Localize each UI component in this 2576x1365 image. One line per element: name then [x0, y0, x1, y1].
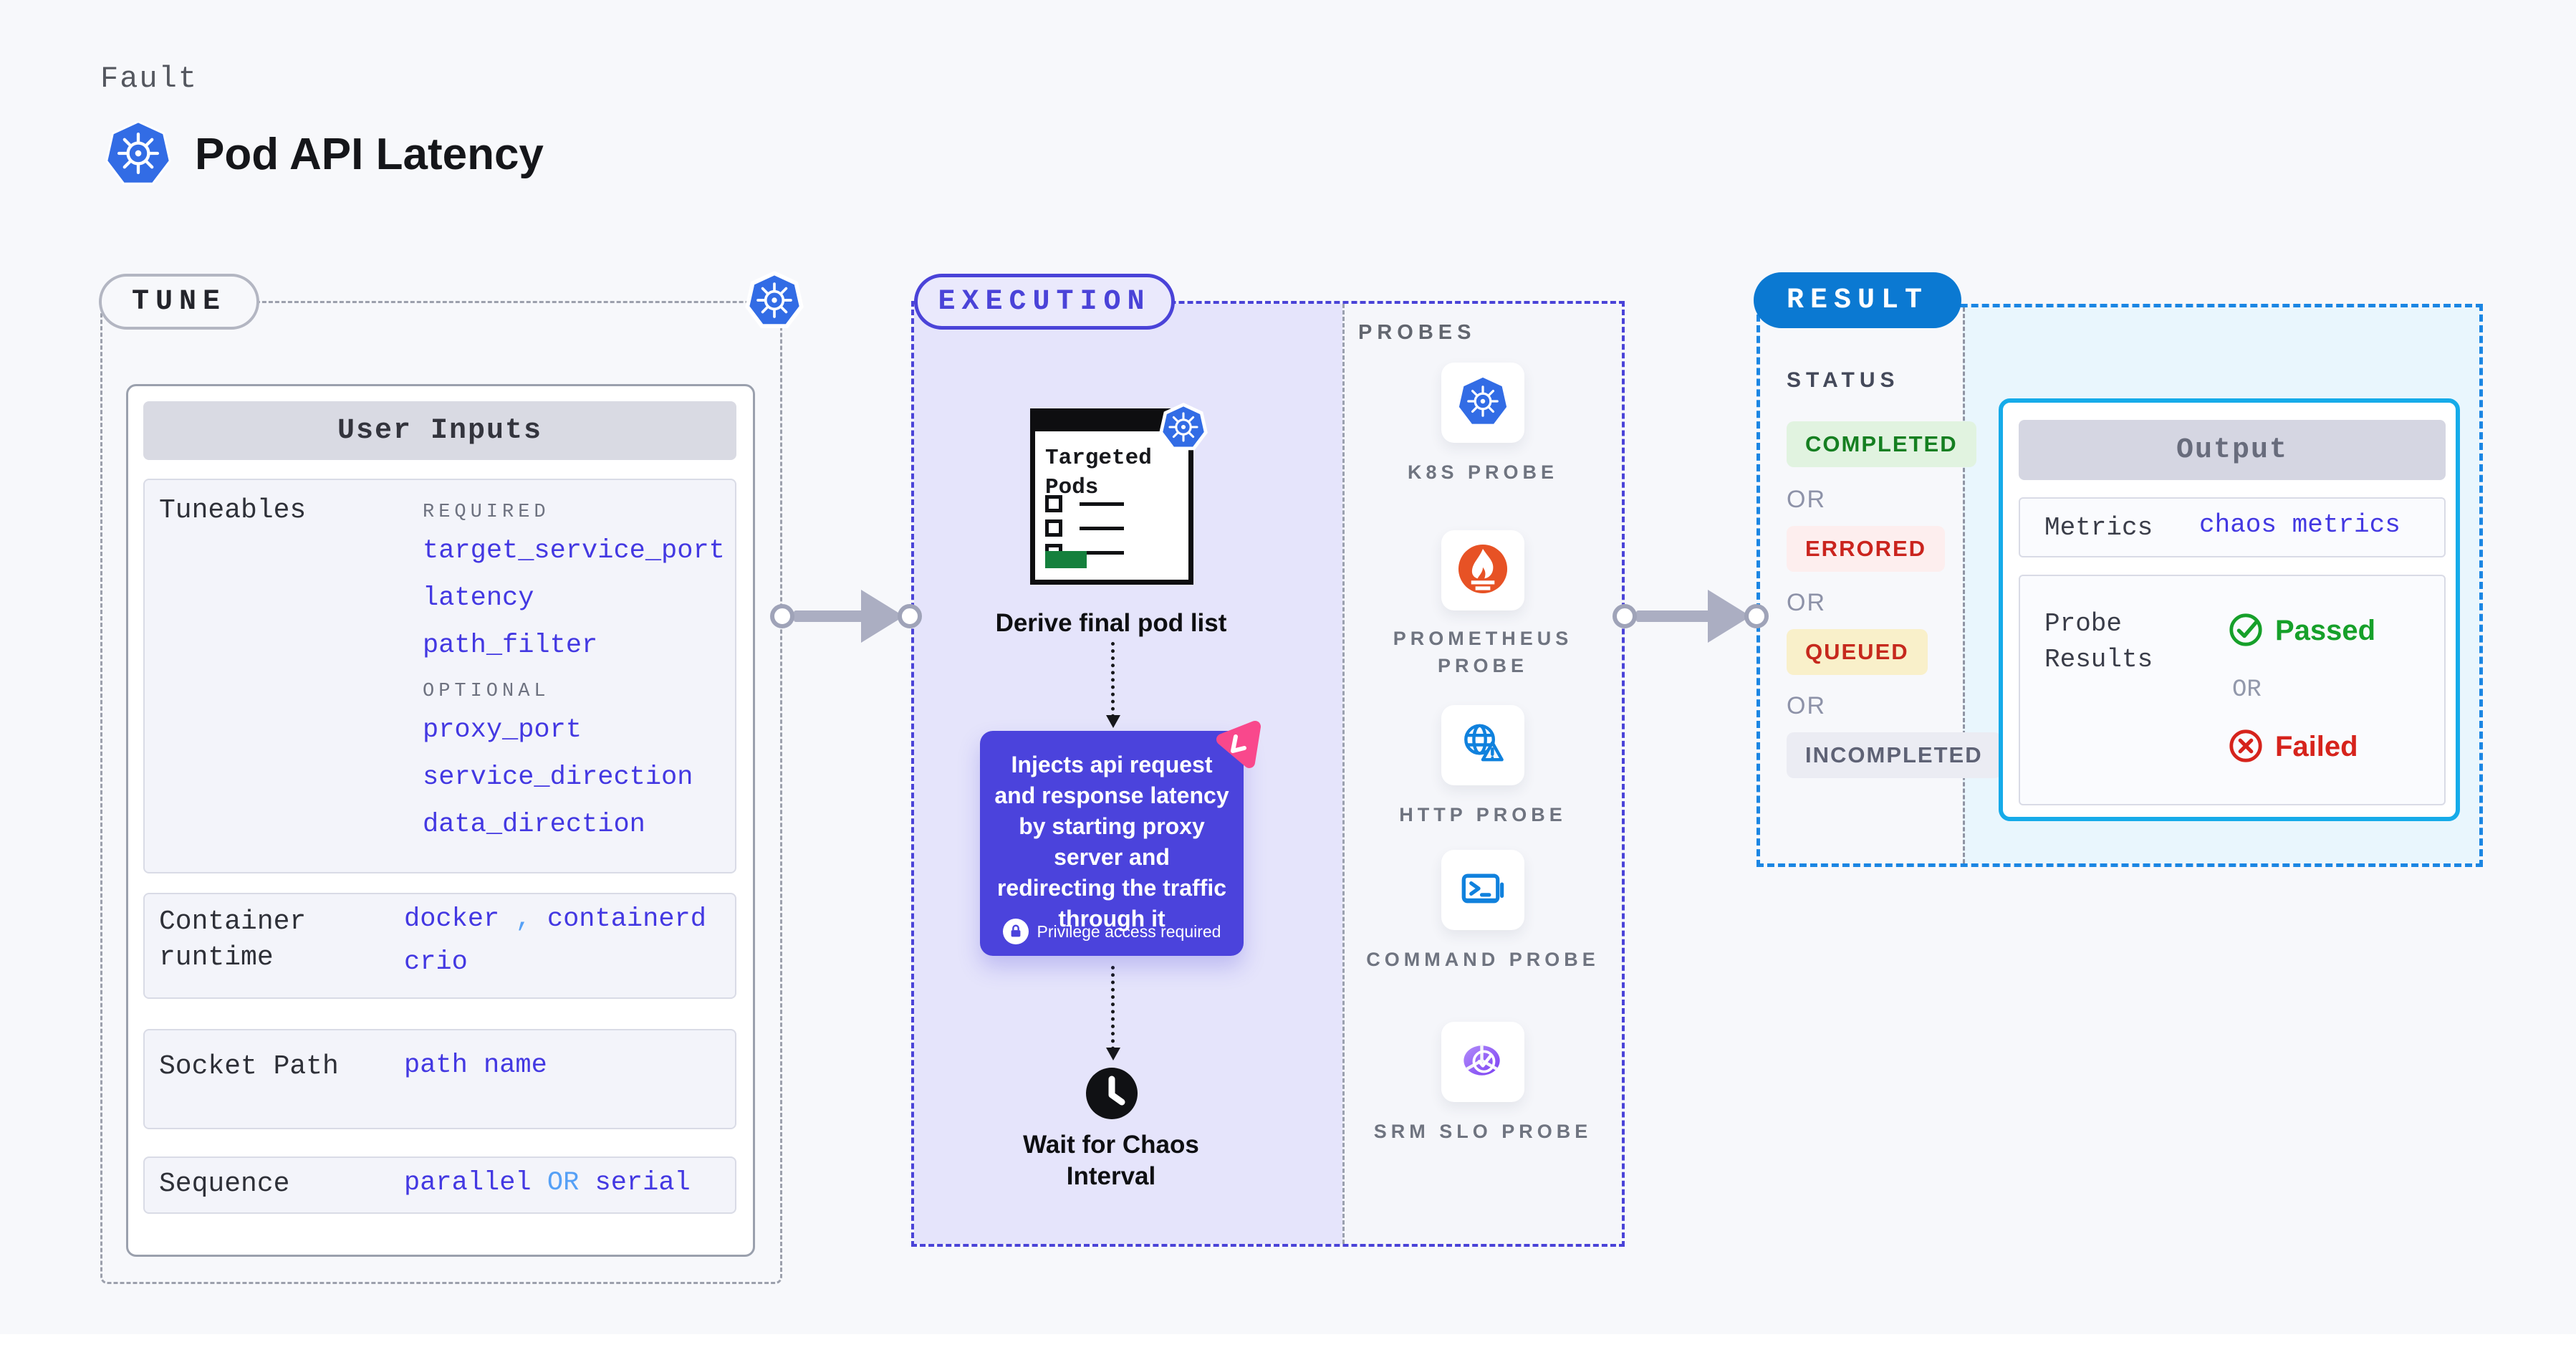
or-separator: OR [2232, 676, 2262, 704]
check-circle-icon [2228, 612, 2264, 651]
tune-section-pill[interactable]: TUNE [99, 274, 259, 330]
kubernetes-icon [1457, 375, 1509, 431]
sequence-parallel[interactable]: parallel [404, 1168, 532, 1198]
container-runtime-values[interactable]: docker , containerd [404, 904, 706, 934]
passed-label: Passed [2275, 615, 2376, 646]
probes-title: PROBES [1358, 321, 1476, 344]
tuneable-optional-value[interactable]: service_direction [423, 762, 693, 792]
inject-latency-text: Injects api request and response latency… [994, 752, 1229, 931]
srm-slo-probe-label: SRM SLO PROBE [1373, 1121, 1592, 1142]
or-separator: OR [1787, 486, 1826, 513]
socket-path-row [143, 1029, 736, 1129]
result-section-pill[interactable]: RESULT [1754, 272, 1961, 328]
comma-separator: , [515, 904, 532, 934]
optional-label: OPTIONAL [423, 681, 550, 702]
wait-chaos-caption: Wait for Chaos Interval [967, 1129, 1255, 1192]
pod-list-item [1045, 519, 1124, 537]
connector-node [898, 604, 922, 628]
output-title: Output [2019, 420, 2446, 480]
targeted-pods-title: Targeted Pods [1045, 444, 1152, 502]
sequence-serial[interactable]: serial [595, 1168, 691, 1198]
kubernetes-icon [104, 119, 173, 188]
sequence-row [143, 1156, 736, 1214]
runtime-crio[interactable]: crio [404, 947, 468, 977]
x-circle-icon [2228, 728, 2264, 767]
prometheus-icon [1456, 542, 1509, 599]
metrics-value[interactable]: chaos metrics [2199, 510, 2400, 540]
runtime-docker[interactable]: docker [404, 904, 500, 934]
tuneable-required-value[interactable]: target_service_port [423, 536, 725, 566]
lock-icon [1002, 919, 1029, 944]
k8s-probe-label: K8S PROBE [1407, 461, 1559, 483]
page-title: Pod API Latency [195, 130, 544, 179]
wait-caption-line2: Interval [1066, 1162, 1156, 1190]
fault-eyebrow: Fault [100, 62, 198, 96]
http-probe-label: HTTP PROBE [1399, 804, 1567, 825]
metrics-label: Metrics [2044, 513, 2153, 542]
privilege-label: Privilege access required [1037, 921, 1221, 941]
container-runtime-label-line1: Container [159, 906, 307, 937]
connector-node [1744, 604, 1769, 628]
slo-pie-check-icon [1456, 1034, 1509, 1091]
http-probe-card[interactable] [1441, 705, 1524, 785]
command-probe-label: COMMAND PROBE [1366, 949, 1600, 970]
privilege-row: Privilege access required [980, 919, 1244, 944]
or-separator: OR [1787, 589, 1826, 616]
execution-section-pill[interactable]: EXECUTION [914, 274, 1175, 330]
wait-caption-line1: Wait for Chaos [1023, 1131, 1199, 1159]
prometheus-probe-label: PROMETHEUS PROBE [1393, 628, 1573, 676]
user-inputs-title: User Inputs [143, 401, 736, 460]
inject-latency-card[interactable]: Injects api request and response latency… [980, 731, 1244, 956]
container-runtime-row [143, 893, 736, 999]
kubernetes-icon [745, 271, 804, 330]
status-badge-errored: ERRORED [1787, 526, 1946, 572]
output-card: Output Metrics chaos metrics Probe Resul… [1999, 398, 2460, 821]
prometheus-probe-card[interactable] [1441, 530, 1524, 610]
failed-label: Failed [2275, 731, 2358, 762]
tuneable-optional-value[interactable]: proxy_port [423, 715, 582, 745]
footer-strip [0, 1334, 2576, 1365]
status-badge-queued: QUEUED [1787, 629, 1928, 675]
command-probe-card[interactable] [1441, 850, 1524, 930]
derive-pod-list-caption: Derive final pod list [995, 609, 1227, 637]
targeted-pods-title-line1: Targeted [1045, 446, 1152, 471]
tuneable-optional-value[interactable]: data_direction [423, 810, 645, 840]
http-globe-warning-icon [1456, 717, 1509, 774]
tune-section [100, 301, 782, 1284]
tuneable-required-value[interactable]: path_filter [423, 631, 598, 661]
tuneable-required-value[interactable]: latency [423, 583, 534, 613]
status-badge-incompleted: INCOMPLETED [1787, 732, 2001, 778]
probe-results-label: Probe Results [2044, 606, 2153, 678]
srm-slo-probe-card[interactable] [1441, 1022, 1524, 1102]
flow-connector [1106, 966, 1120, 1060]
socket-path-label: Socket Path [159, 1051, 339, 1082]
probe-results-row: Probe Results Passed OR Failed [2019, 575, 2446, 805]
container-runtime-label: Container runtime [159, 904, 306, 976]
status-badge-completed: COMPLETED [1787, 421, 1976, 467]
pod-list-item [1045, 495, 1124, 512]
probe-results-label-line2: Results [2044, 645, 2153, 674]
k8s-probe-card[interactable] [1441, 363, 1524, 443]
status-title: STATUS [1787, 368, 1900, 392]
connector-node [770, 604, 794, 628]
kubernetes-icon [1159, 403, 1208, 451]
clock-icon [1085, 1066, 1139, 1121]
or-keyword: OR [547, 1168, 580, 1198]
sequence-value[interactable]: parallel OR serial [404, 1168, 691, 1198]
or-separator: OR [1787, 692, 1826, 719]
flow-connector [1106, 642, 1120, 728]
container-runtime-label-line2: runtime [159, 942, 274, 973]
progress-bar [1045, 551, 1087, 568]
sequence-label: Sequence [159, 1169, 290, 1199]
socket-path-value[interactable]: path name [404, 1050, 547, 1081]
connector-node [1613, 604, 1637, 628]
required-label: REQUIRED [423, 502, 550, 523]
tuneables-label: Tuneables [159, 495, 307, 526]
tuneables-row [143, 479, 736, 873]
terminal-icon [1456, 862, 1509, 919]
probe-results-label-line1: Probe [2044, 609, 2123, 638]
chaos-icon [1212, 718, 1267, 772]
metrics-row: Metrics chaos metrics [2019, 497, 2446, 557]
runtime-containerd[interactable]: containerd [547, 904, 706, 934]
